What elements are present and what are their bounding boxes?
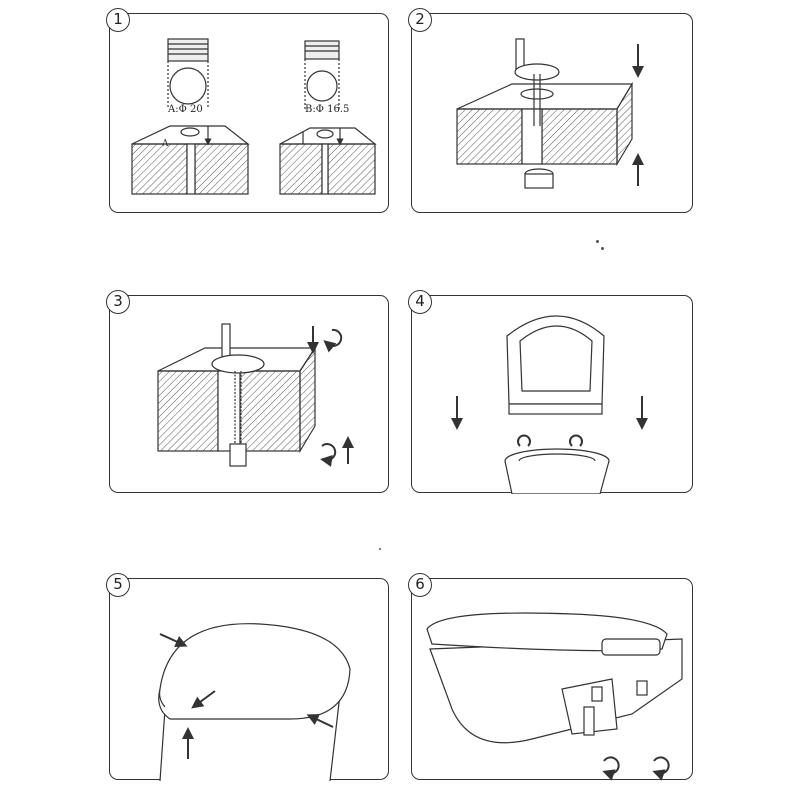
step-6-illustration — [426, 612, 683, 781]
step-number-2: 2 — [408, 8, 432, 32]
scan-speck — [601, 247, 604, 250]
step-1-illustration: A — [131, 38, 377, 195]
adapter-b-label: B:Φ 16.5 — [305, 104, 350, 115]
step-3-illustration — [157, 323, 354, 467]
step-4-panel: 4 — [408, 290, 693, 494]
adapter-a-label: A:Φ 20 — [168, 104, 203, 115]
svg-text:A: A — [161, 139, 169, 149]
step-5-panel: 5 — [106, 573, 389, 781]
step-6-panel: 6 — [408, 573, 693, 781]
adapter-a — [167, 38, 209, 109]
adapter-b — [304, 40, 340, 109]
step-number-1: 1 — [106, 8, 130, 32]
ceramic-block-a: A — [131, 125, 250, 195]
step-number-3: 3 — [106, 290, 130, 314]
ceramic-block-b — [279, 127, 377, 195]
step-1-panel: 1 A — [106, 8, 389, 213]
step-2-illustration — [456, 38, 644, 189]
step-2-panel: 2 — [408, 8, 693, 213]
step-4-illustration — [451, 315, 648, 494]
step-number-6: 6 — [408, 573, 432, 597]
step-number-5: 5 — [106, 573, 130, 597]
scan-speck — [596, 240, 599, 243]
scan-speck — [379, 548, 381, 550]
step-5-illustration — [158, 623, 351, 781]
step-3-panel: 3 — [106, 290, 389, 493]
step-number-4: 4 — [408, 290, 432, 314]
